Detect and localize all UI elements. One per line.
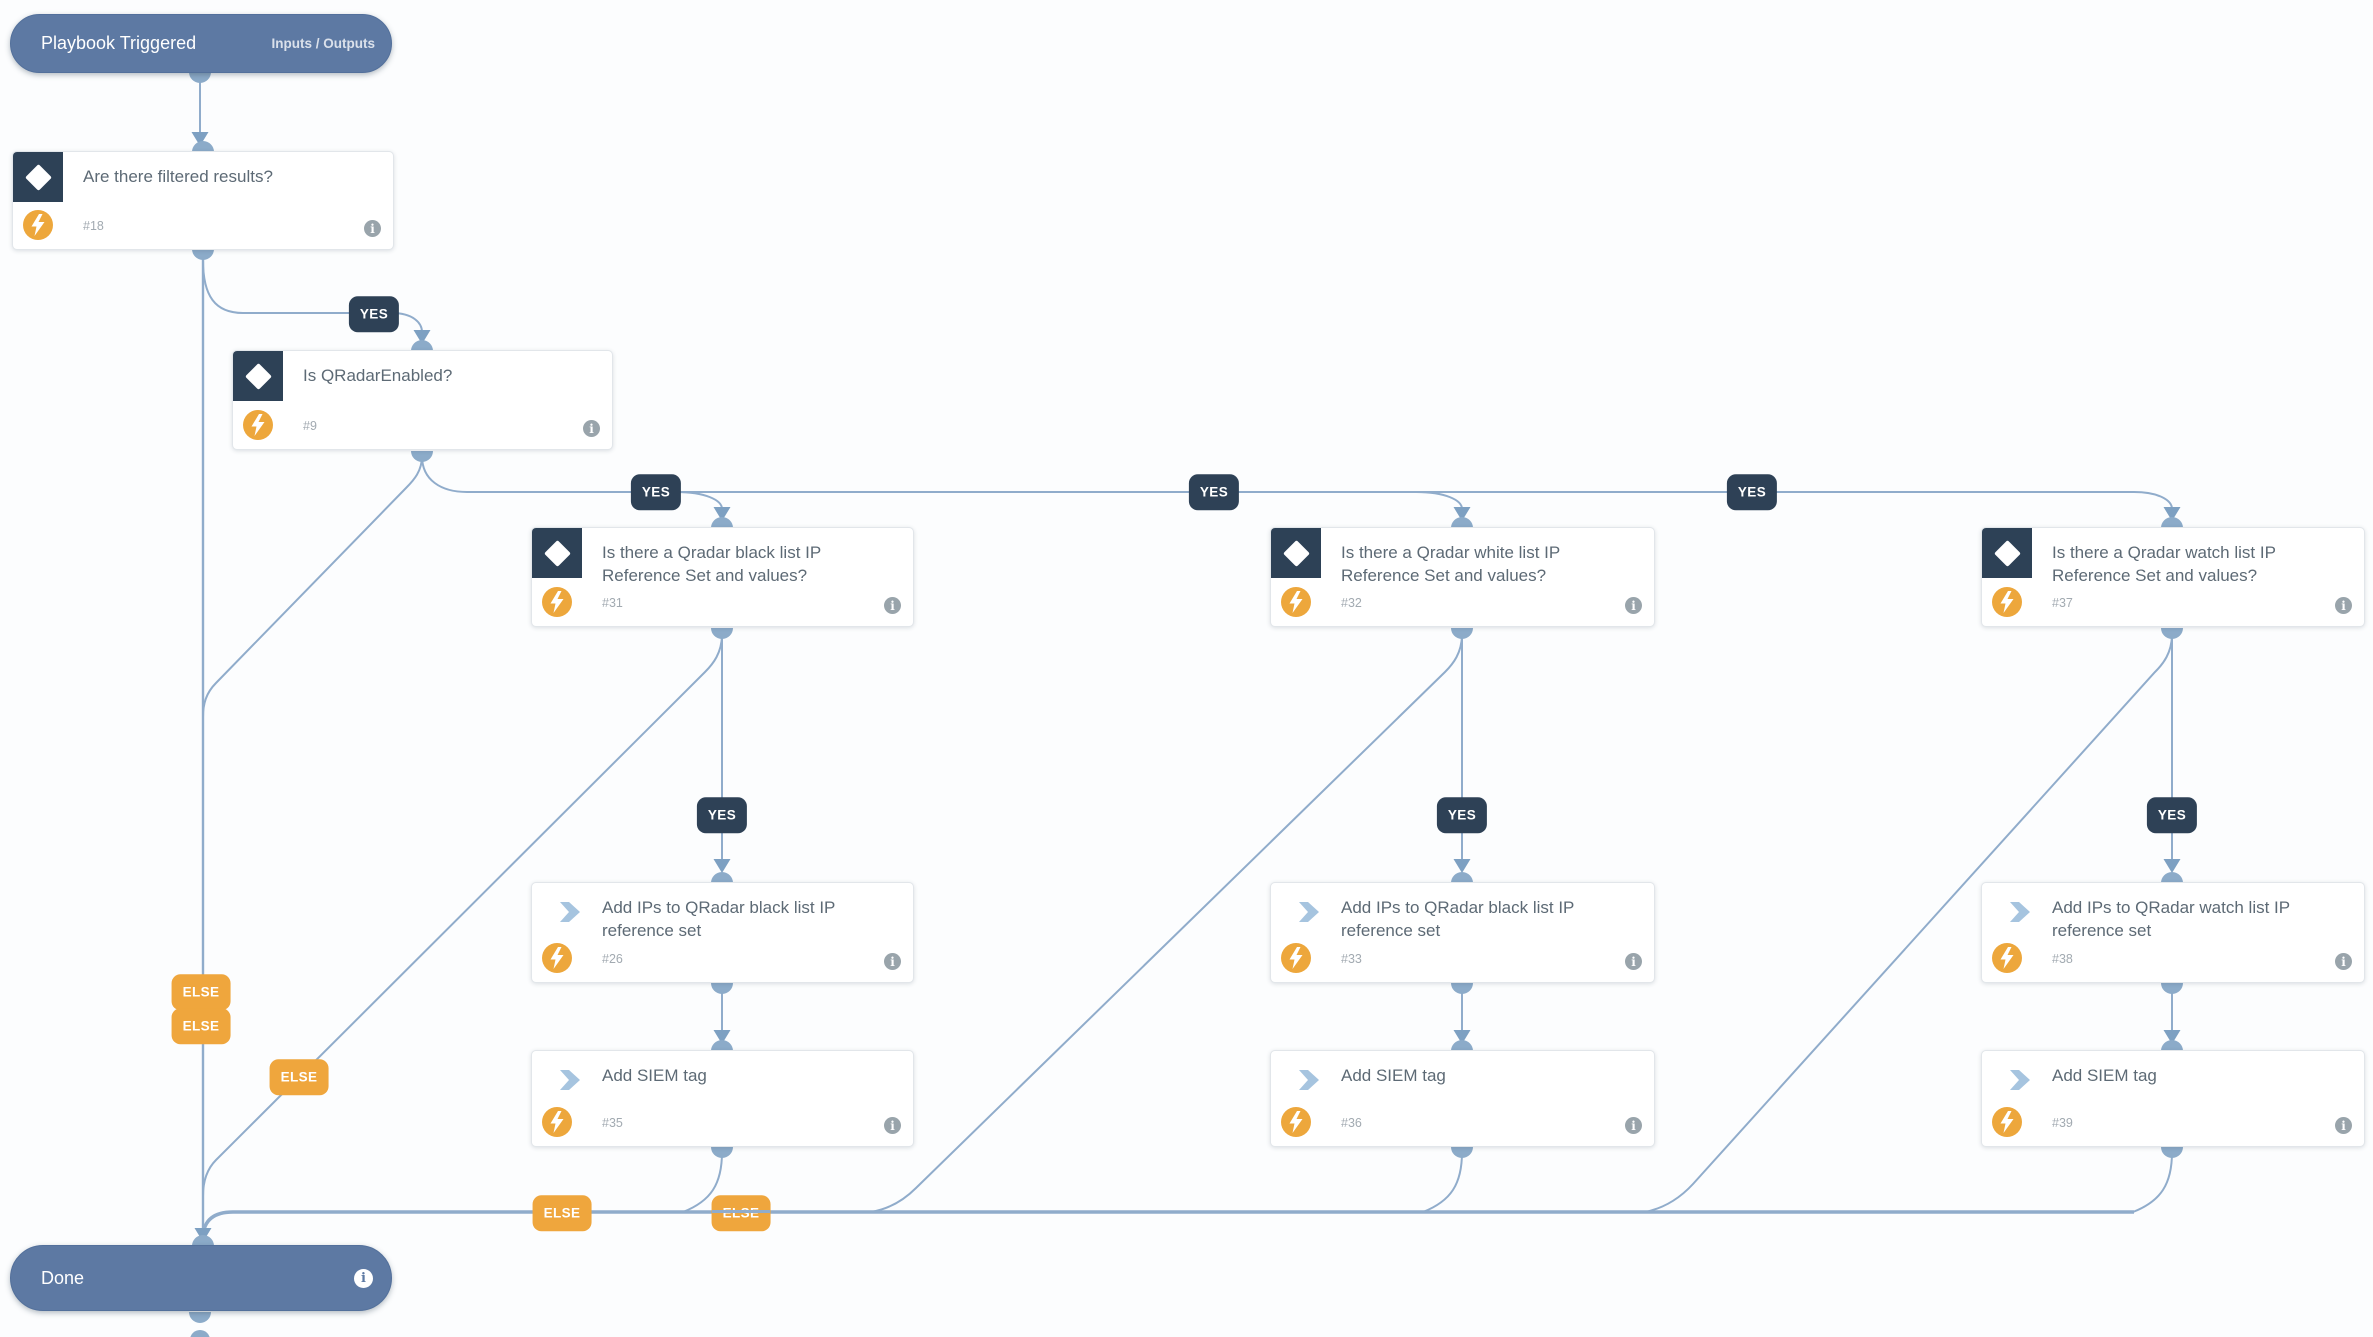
- node-title: Is there a Qradar white list IP Referenc…: [1341, 543, 1560, 586]
- task-node-26[interactable]: Add IPs to QRadar black list IP referenc…: [531, 882, 914, 983]
- node-title: Are there filtered results?: [83, 167, 273, 186]
- info-icon[interactable]: i: [1625, 597, 1642, 614]
- info-icon[interactable]: i: [884, 1117, 901, 1134]
- task-chevron-icon: [1297, 1068, 1321, 1092]
- node-id: #26: [602, 952, 623, 966]
- automation-bolt-icon: [542, 1107, 572, 1137]
- node-title: Add SIEM tag: [1341, 1066, 1446, 1085]
- automation-bolt-icon: [1281, 587, 1311, 617]
- edge-label-else: ELSE: [171, 974, 231, 1010]
- node-id: #37: [2052, 596, 2073, 610]
- condition-diamond-icon: [1271, 528, 1321, 578]
- automation-bolt-icon: [542, 587, 572, 617]
- info-icon[interactable]: i: [364, 220, 381, 237]
- automation-bolt-icon: [1992, 1107, 2022, 1137]
- trunk-line-overlay: [712, 1210, 770, 1214]
- automation-bolt-icon: [23, 210, 53, 240]
- node-id: #33: [1341, 952, 1362, 966]
- node-title: Add IPs to QRadar watch list IP referenc…: [2052, 898, 2290, 941]
- task-node-33[interactable]: Add IPs to QRadar black list IP referenc…: [1270, 882, 1655, 983]
- edge-label-else: ELSE: [532, 1195, 592, 1231]
- edge-label-else: ELSE: [269, 1059, 329, 1095]
- task-chevron-icon: [558, 900, 582, 924]
- info-icon[interactable]: i: [1625, 1117, 1642, 1134]
- automation-bolt-icon: [1992, 943, 2022, 973]
- playbook-triggered-node[interactable]: Playbook Triggered Inputs / Outputs: [10, 14, 392, 73]
- condition-node-32[interactable]: Is there a Qradar white list IP Referenc…: [1270, 527, 1655, 627]
- condition-diamond-icon: [13, 152, 63, 202]
- node-id: #35: [602, 1116, 623, 1130]
- condition-node-31[interactable]: Is there a Qradar black list IP Referenc…: [531, 527, 914, 627]
- node-title: Is there a Qradar watch list IP Referenc…: [2052, 543, 2276, 586]
- condition-diamond-icon: [1982, 528, 2032, 578]
- automation-bolt-icon: [1992, 587, 2022, 617]
- condition-node-9[interactable]: Is QRadarEnabled? #9 i: [232, 350, 613, 450]
- done-title: Done: [41, 1267, 85, 1288]
- condition-node-18[interactable]: Are there filtered results? #18 i: [12, 151, 394, 250]
- info-icon[interactable]: i: [2335, 1117, 2352, 1134]
- condition-node-37[interactable]: Is there a Qradar watch list IP Referenc…: [1981, 527, 2365, 627]
- task-chevron-icon: [2008, 1068, 2032, 1092]
- edge-label-yes: YES: [1188, 474, 1240, 510]
- info-icon[interactable]: i: [2335, 597, 2352, 614]
- node-id: #38: [2052, 952, 2073, 966]
- edge-label-yes: YES: [1726, 474, 1778, 510]
- info-icon[interactable]: i: [583, 420, 600, 437]
- node-id: #31: [602, 596, 623, 610]
- task-node-38[interactable]: Add IPs to QRadar watch list IP referenc…: [1981, 882, 2365, 983]
- edge-label-yes: YES: [1436, 797, 1488, 833]
- node-id: #32: [1341, 596, 1362, 610]
- node-title: Add IPs to QRadar black list IP referenc…: [1341, 898, 1575, 941]
- automation-bolt-icon: [243, 410, 273, 440]
- automation-bolt-icon: [1281, 1107, 1311, 1137]
- task-chevron-icon: [2008, 900, 2032, 924]
- playbook-triggered-title: Playbook Triggered: [41, 33, 197, 53]
- task-node-39[interactable]: Add SIEM tag #39 i: [1981, 1050, 2365, 1147]
- automation-bolt-icon: [1281, 943, 1311, 973]
- info-icon[interactable]: i: [884, 953, 901, 970]
- edge-label-yes: YES: [630, 474, 682, 510]
- task-chevron-icon: [1297, 900, 1321, 924]
- done-node[interactable]: Done i: [10, 1245, 392, 1311]
- edge-label-yes: YES: [696, 797, 748, 833]
- node-title: Add SIEM tag: [602, 1066, 707, 1085]
- info-icon[interactable]: i: [884, 597, 901, 614]
- node-id: #39: [2052, 1116, 2073, 1130]
- condition-diamond-icon: [233, 351, 283, 401]
- info-icon[interactable]: i: [354, 1268, 373, 1288]
- edge-label-else: ELSE: [171, 1008, 231, 1044]
- info-icon[interactable]: i: [1625, 953, 1642, 970]
- edge-label-yes: YES: [348, 296, 400, 332]
- task-chevron-icon: [558, 1068, 582, 1092]
- node-title: Add SIEM tag: [2052, 1066, 2157, 1085]
- edge-label-yes: YES: [2146, 797, 2198, 833]
- node-title: Is QRadarEnabled?: [303, 366, 453, 385]
- node-id: #9: [303, 419, 317, 433]
- node-id: #36: [1341, 1116, 1362, 1130]
- condition-diamond-icon: [532, 528, 582, 578]
- automation-bolt-icon: [542, 943, 572, 973]
- node-title: Is there a Qradar black list IP Referenc…: [602, 543, 821, 586]
- info-icon[interactable]: i: [2335, 953, 2352, 970]
- node-id: #18: [83, 219, 104, 233]
- task-node-35[interactable]: Add SIEM tag #35 i: [531, 1050, 914, 1147]
- node-title: Add IPs to QRadar black list IP referenc…: [602, 898, 836, 941]
- inputs-outputs-link[interactable]: Inputs / Outputs: [271, 36, 376, 51]
- task-node-36[interactable]: Add SIEM tag #36 i: [1270, 1050, 1655, 1147]
